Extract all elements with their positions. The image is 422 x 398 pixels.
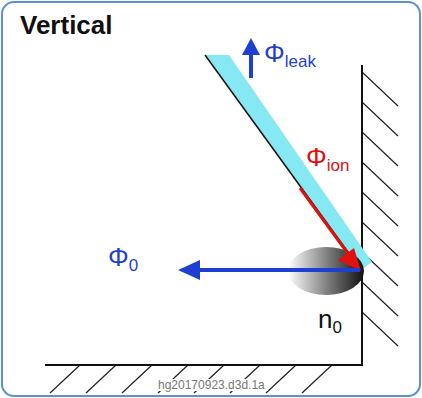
hatch-stroke [362,282,398,316]
neutral-flux-arrowhead [178,260,200,280]
ion-flux-label: Φion [306,144,349,174]
hatch-stroke [266,365,296,393]
hatch-stroke [50,365,80,393]
hatch-stroke [362,162,398,196]
ion-beam [205,55,372,270]
hatch-stroke [362,132,398,166]
density-label: n0 [318,306,342,336]
neutral-flux-arrow [196,268,360,272]
hatch-stroke [86,365,116,393]
leak-flux-arrowhead [242,38,260,55]
diagram-title: Vertical [20,12,113,38]
hatch-stroke [302,365,332,393]
leak-flux-arrow [249,52,253,78]
neutral-flux-label: Φ0 [108,244,138,274]
hatch-stroke [362,192,398,226]
beam-edge [205,55,361,270]
ion-flux-arrowhead [338,248,361,271]
hatch-stroke [122,365,152,393]
hatch-stroke [362,312,398,346]
hatch-stroke [362,222,398,256]
vertical-wall [361,65,363,366]
floor [45,364,362,366]
ion-flux-arrow [300,188,349,255]
watermark: hg20170923.d3d.1a [155,379,268,391]
hatch-stroke [362,72,398,106]
leak-flux-label: Φleak [264,40,316,70]
hatch-stroke [362,102,398,136]
